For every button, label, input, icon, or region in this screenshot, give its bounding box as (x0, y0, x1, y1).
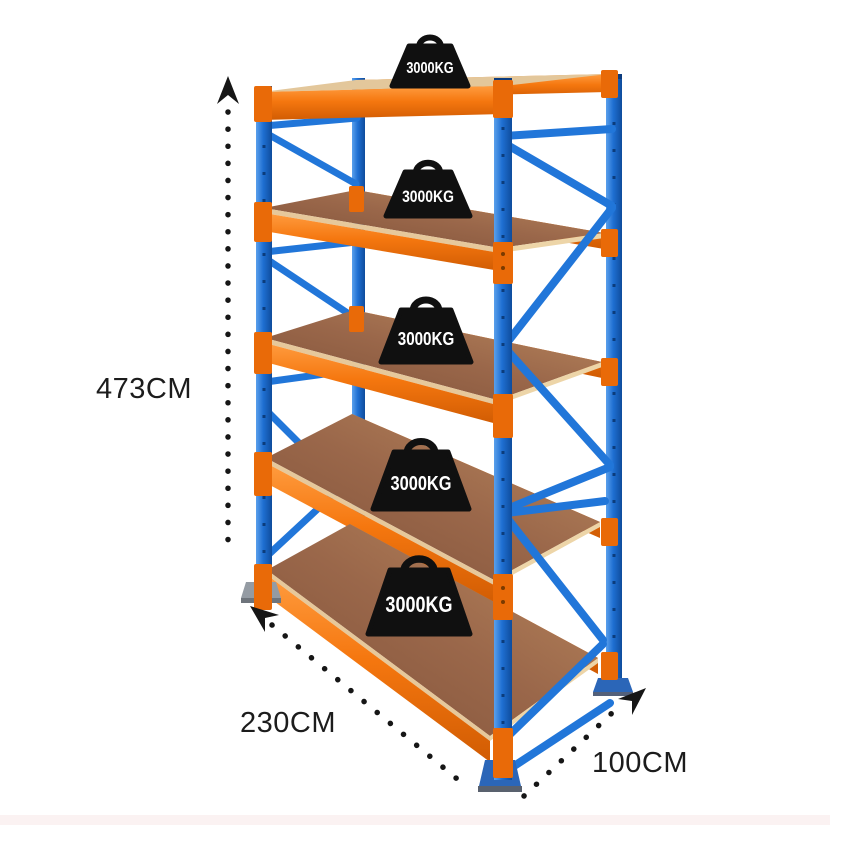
shelf-level-2 (264, 186, 618, 271)
right-brace-diagonal-3 (502, 345, 614, 469)
wood-side-edge (494, 522, 600, 585)
beam-bracket-back-left (349, 306, 364, 332)
beam-bracket-right-5 (493, 728, 513, 778)
depth-dotted-line (521, 710, 615, 799)
right-brace-horizontal-2 (503, 497, 609, 517)
beam-bracket-right-4 (493, 574, 513, 620)
dimension-depth: 100CM (521, 688, 688, 799)
right-brace-diagonal-2 (502, 204, 616, 348)
right-brace-diagonal-4 (503, 463, 614, 513)
front-beam (265, 343, 497, 424)
width-dimension-label: 230CM (240, 707, 336, 739)
back-right-foot (593, 678, 633, 692)
beam-bracket-left-4 (254, 452, 272, 496)
front-left-upright (241, 86, 281, 610)
wood-side-edge (500, 233, 604, 253)
front-beam (264, 213, 500, 271)
wood-front-edge (267, 570, 490, 741)
badge-label: 3000KG (385, 593, 452, 617)
beam-bracket-back-right (601, 358, 618, 386)
beam-bracket-right-1 (493, 80, 513, 118)
beam-bracket-left-3 (254, 332, 272, 374)
badge-body (370, 449, 472, 512)
badge-label: 3000KG (390, 471, 451, 494)
beam-bracket-back-right (601, 70, 618, 98)
width-arrow-icon (250, 606, 279, 632)
beam-bracket-left-2 (254, 202, 272, 242)
right-frame-bracing (498, 125, 616, 778)
wood-side-edge (497, 362, 602, 405)
wood-front-edge (265, 338, 497, 405)
beam-bracket-back-right (601, 518, 618, 546)
right-brace-bottom-rail (498, 699, 614, 778)
front-right-upright (478, 78, 522, 792)
weight-badge-3: 3000KG (378, 296, 474, 365)
badge-label: 3000KG (406, 60, 453, 77)
left-brace-diagonal-1 (260, 128, 360, 188)
dimension-height: 473CM (96, 76, 239, 559)
weight-badge-5: 3000KG (365, 555, 473, 637)
badge-body (378, 307, 474, 365)
front-beam (267, 575, 490, 762)
height-arrow-icon (217, 76, 239, 104)
photo-edge-band (0, 815, 830, 825)
beam-bracket-left-5 (254, 564, 272, 610)
right-brace-diagonal-5 (503, 514, 607, 644)
weight-badge-2: 3000KG (383, 159, 473, 219)
beam-bracket-right-3 (493, 394, 513, 438)
left-brace-horizontal-1 (260, 114, 361, 130)
beam-bracket-right-2 (493, 242, 513, 284)
weight-badge-4: 3000KG (370, 438, 472, 512)
weight-badge-1: 3000KG (389, 34, 471, 89)
badge-body (389, 43, 471, 89)
width-dotted-line (269, 622, 465, 786)
beam-bracket-back-right (601, 229, 618, 257)
height-dimension-label: 473CM (96, 373, 192, 405)
depth-arrow-icon (618, 688, 646, 715)
wood-front-edge (266, 458, 494, 585)
right-brace-horizontal-1 (500, 125, 616, 140)
front-beam (262, 86, 504, 120)
beam-bracket-back-left (349, 186, 364, 212)
depth-dimension-label: 100CM (592, 747, 688, 779)
badge-label: 3000KG (398, 329, 454, 350)
left-brace-diagonal-2 (261, 254, 359, 322)
beam-bracket-back-right (601, 652, 618, 680)
right-brace-diagonal-6 (500, 640, 607, 744)
badge-body (383, 169, 473, 219)
wood-front-edge (264, 208, 500, 253)
dimension-width: 230CM (240, 606, 465, 786)
beam-bracket-left-1 (254, 86, 272, 122)
badge-body (365, 567, 473, 637)
badge-label: 3000KG (402, 188, 454, 207)
right-brace-diagonal-1 (500, 139, 616, 210)
